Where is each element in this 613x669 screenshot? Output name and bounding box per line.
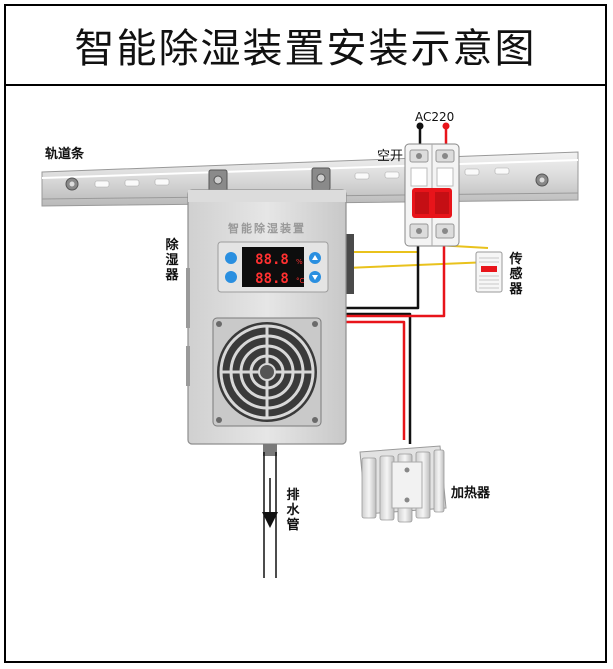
fan-grille-icon (213, 318, 321, 426)
breaker-label: 空开 (377, 145, 403, 164)
display-top-reading: 88.8 (255, 252, 289, 268)
heater-label: 加热器 (451, 482, 490, 501)
display-bottom-unit: °C (296, 277, 305, 285)
panel-title: 智能除湿装置 (228, 221, 306, 235)
dehumidifier-label: 除湿器 (165, 238, 179, 283)
power-label: AC220 (415, 110, 454, 124)
mode-button-icon (225, 271, 237, 283)
output-black-wire (346, 240, 418, 308)
heater-unit (360, 446, 446, 522)
display-bottom-reading: 88.8 (255, 271, 289, 287)
drain-pipe (262, 444, 278, 578)
rail-label: 轨道条 (45, 143, 84, 162)
circuit-breaker (405, 123, 459, 247)
humidity-sensor (476, 252, 502, 292)
display-top-unit: % (296, 258, 303, 266)
dehumidifier-unit: 智能除湿装置 88.8 % 88.8 °C (186, 190, 354, 444)
sensor-label: 传感器 (509, 252, 523, 297)
drain-label: 排水管 (286, 488, 300, 533)
set-button-icon (225, 252, 237, 264)
